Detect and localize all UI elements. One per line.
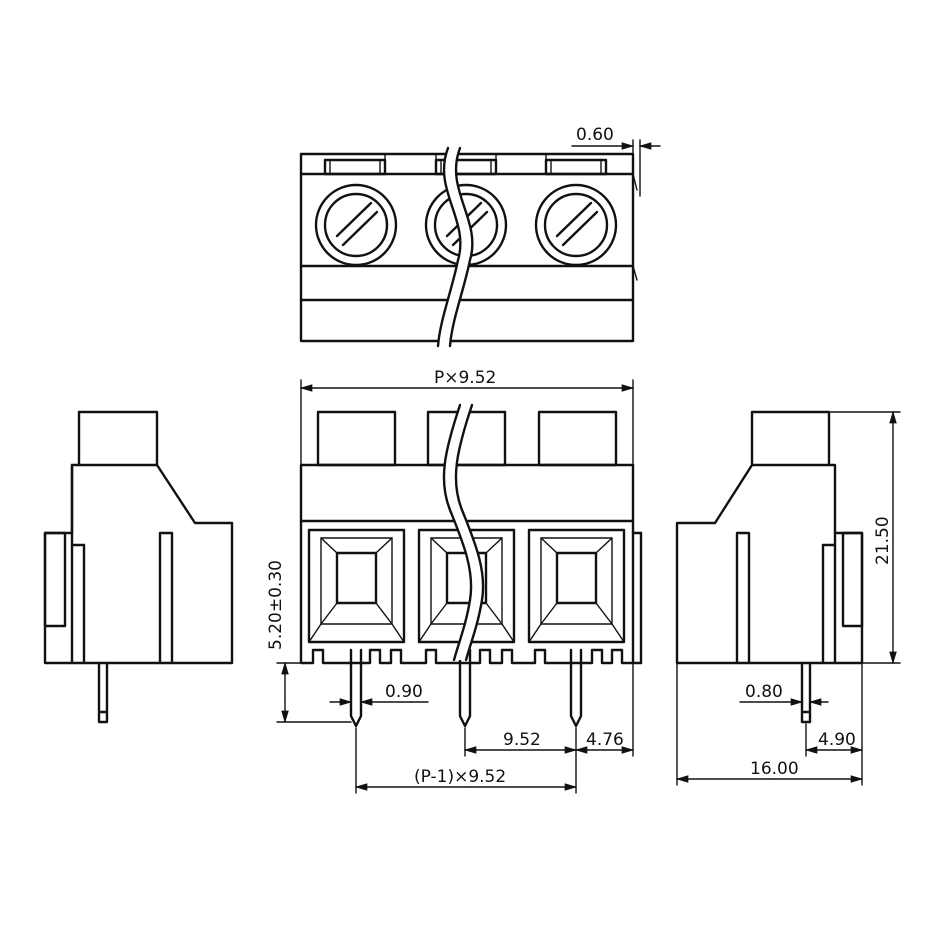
dim-edge-offset: 4.76 (574, 730, 635, 754)
dim-side-pin-offset: 4.90 (804, 662, 864, 786)
top-slot (434, 158, 498, 176)
break-mark (436, 146, 474, 348)
dim-pin-height: 5.20±0.30 (266, 560, 352, 724)
front-view: P×9.52 5.20±0.30 0.90 9.52 4.7 (266, 368, 643, 794)
dim-top-gap: 0.60 (571, 125, 661, 197)
dim-label: 0.90 (385, 682, 423, 702)
dim-label: 0.60 (576, 125, 614, 145)
wire-entry (527, 528, 626, 644)
top-view: 0.60 (299, 125, 661, 348)
pin (97, 661, 109, 724)
dim-label: P×9.52 (434, 368, 496, 388)
dim-pitch-total: (P-1)×9.52 (354, 727, 578, 794)
wire-entry (307, 528, 406, 644)
dim-label: 16.00 (750, 759, 799, 779)
top-slot (323, 158, 387, 176)
dim-label: 4.76 (586, 730, 624, 750)
dim-label: 4.90 (818, 730, 856, 750)
screw (534, 183, 618, 267)
dim-label: (P-1)×9.52 (414, 767, 506, 787)
dim-pin-width-side: 0.80 (739, 682, 829, 706)
left-side-view (43, 410, 234, 724)
dim-pin-width-front: 0.90 (329, 682, 429, 706)
screw (314, 183, 398, 267)
dim-label: 9.52 (503, 730, 541, 750)
dim-overall-height: 21.50 (828, 410, 901, 665)
dim-depth: 16.00 (675, 662, 864, 786)
dim-label: 0.80 (745, 682, 783, 702)
pin (349, 648, 363, 728)
dim-label: 21.50 (873, 516, 893, 565)
top-slot (544, 158, 608, 176)
pin (800, 661, 812, 724)
break-mark (442, 403, 485, 662)
dim-label: 5.20±0.30 (266, 560, 286, 650)
dim-overall-width: P×9.52 (299, 368, 635, 466)
right-side-view: 21.50 0.80 4.90 16.00 (675, 410, 901, 786)
dim-pitch: 9.52 (463, 662, 634, 794)
pin (458, 648, 472, 728)
pin (569, 648, 583, 728)
